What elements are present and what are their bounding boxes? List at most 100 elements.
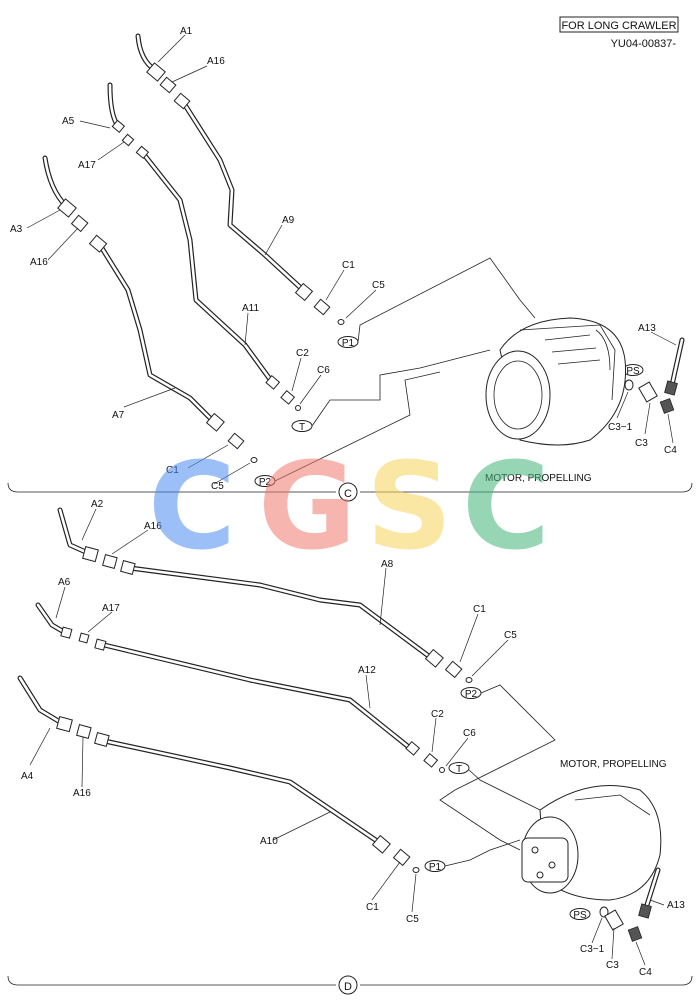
- fitting-a12-end: [94, 638, 107, 651]
- part-labels: A1 A16 A5 A17 A3 A16 A9 C1 C5 A11 C2 C6 …: [10, 26, 685, 978]
- fitting-a3-nut: [57, 198, 77, 218]
- fitting-a11-nut: [265, 375, 281, 390]
- fitting-a17: [121, 133, 135, 147]
- label-a17-lower: A17: [102, 603, 120, 614]
- port-t-lower: T: [456, 764, 462, 775]
- label-a11: A11: [242, 303, 259, 314]
- label-a4: A4: [21, 771, 34, 782]
- upper-pipes: [42, 33, 306, 423]
- fitting-a4-nut: [56, 716, 73, 733]
- label-a2: A2: [91, 499, 104, 510]
- header-code: YU04-00837-: [611, 38, 677, 50]
- fitting-c5-lower: [412, 867, 420, 873]
- fitting-c2-lower: [423, 753, 439, 768]
- label-a12: A12: [358, 665, 376, 676]
- label-c2-lower: C2: [431, 709, 444, 720]
- fitting-c5-top: [337, 319, 345, 325]
- fitting-c5-mid: [250, 457, 258, 463]
- label-c5-lower-top: C5: [504, 630, 517, 641]
- label-a17: A17: [78, 160, 96, 171]
- header-note: FOR LONG CRAWLER: [561, 20, 676, 32]
- fitting-a11-end: [135, 145, 150, 159]
- label-c3-upper: C3: [635, 438, 648, 449]
- lower-routing: [439, 684, 556, 867]
- fitting-a9-end: [173, 92, 191, 110]
- motor-label-lower: MOTOR, PROPELLING: [560, 759, 667, 770]
- label-a8: A8: [381, 559, 394, 570]
- label-c6-top: C6: [317, 365, 330, 376]
- label-a13-lower: A13: [667, 900, 685, 911]
- leader-lines: [26, 34, 677, 966]
- fitting-a12-nut: [405, 741, 421, 756]
- section-marker-upper: C: [344, 488, 352, 500]
- fitting-a13-lower: [638, 903, 652, 919]
- label-c1-top: C1: [342, 260, 355, 271]
- port-ps-upper: PS: [626, 366, 640, 377]
- fitting-a8-end: [120, 560, 136, 575]
- label-a6: A6: [58, 577, 71, 588]
- upper-side-fittings: [624, 337, 685, 414]
- section-bracket-upper: C: [7, 482, 693, 502]
- label-a9: A9: [282, 215, 295, 226]
- upper-port-tags: P1 T P2 PS: [254, 336, 644, 488]
- label-c1-mid: C1: [166, 465, 179, 476]
- fitting-a2-nut: [82, 546, 99, 563]
- header: FOR LONG CRAWLER YU04-00837-: [559, 16, 679, 50]
- fitting-c3-1-lower: [599, 906, 609, 918]
- port-p2-upper: P2: [259, 477, 272, 488]
- section-marker-upper-circle: [338, 482, 358, 502]
- lower-pipes: [17, 507, 433, 846]
- label-a16-lower-mid: A16: [73, 788, 91, 799]
- port-p1-upper: P1: [342, 338, 355, 349]
- fitting-c3-lower: [604, 909, 624, 931]
- label-c3-1-lower: C3−1: [580, 944, 605, 955]
- fitting-c5-lower-top: [465, 677, 473, 683]
- motor-upper-drum: [485, 350, 551, 440]
- motor-lower: [521, 785, 662, 901]
- fitting-c1-top: [313, 298, 331, 316]
- port-p2-lower: P2: [465, 689, 478, 700]
- fitting-a8-nut: [424, 648, 444, 668]
- fitting-a1-nut: [146, 62, 166, 82]
- fitting-c6-top: [295, 405, 301, 411]
- fitting-a16-mid: [70, 214, 89, 233]
- fitting-c6-lower: [439, 767, 445, 773]
- label-c5-mid: C5: [211, 481, 224, 492]
- watermark-letter-1: C: [148, 438, 236, 577]
- label-a10: A10: [260, 836, 278, 847]
- label-c3-1-upper: C3−1: [608, 422, 633, 433]
- upper-routing: [274, 257, 536, 482]
- fitting-c2-top: [280, 390, 296, 405]
- label-c5-lower: C5: [406, 914, 419, 925]
- section-bracket-lower: D: [7, 975, 693, 995]
- watermark-letter-3: S: [366, 438, 452, 577]
- fitting-a5-nut: [111, 119, 126, 133]
- watermark-letter-2: G: [258, 438, 357, 577]
- fitting-a10-nut: [371, 834, 391, 854]
- lower-port-tags: P2 T P1 PS: [424, 687, 591, 921]
- lower-side-fittings: [599, 867, 661, 942]
- label-c1-lower: C1: [366, 902, 379, 913]
- label-c6-lower: C6: [463, 728, 476, 739]
- fitting-c3-1-upper: [624, 379, 634, 391]
- fitting-c4-lower: [627, 926, 643, 942]
- label-c4-upper: C4: [664, 445, 677, 456]
- fitting-c1-mid: [227, 432, 245, 450]
- header-note-box: [559, 16, 679, 33]
- label-a16-top: A16: [207, 56, 225, 67]
- fitting-c4-upper: [659, 398, 675, 414]
- fitting-a13-upper: [664, 380, 678, 396]
- port-tag-t-lower: [448, 762, 470, 774]
- label-a7: A7: [112, 410, 125, 421]
- label-a3: A3: [10, 224, 23, 235]
- fitting-a7-nut: [205, 412, 225, 432]
- section-marker-lower-circle: [338, 975, 358, 995]
- watermark-letter-4: C: [462, 438, 550, 577]
- fitting-c1-lower-top: [444, 660, 463, 679]
- fitting-a9-nut: [294, 282, 314, 302]
- label-c1-lower-top: C1: [473, 604, 486, 615]
- label-a5: A5: [62, 116, 75, 127]
- section-marker-lower: D: [344, 981, 352, 993]
- fitting-a7-end: [88, 234, 108, 253]
